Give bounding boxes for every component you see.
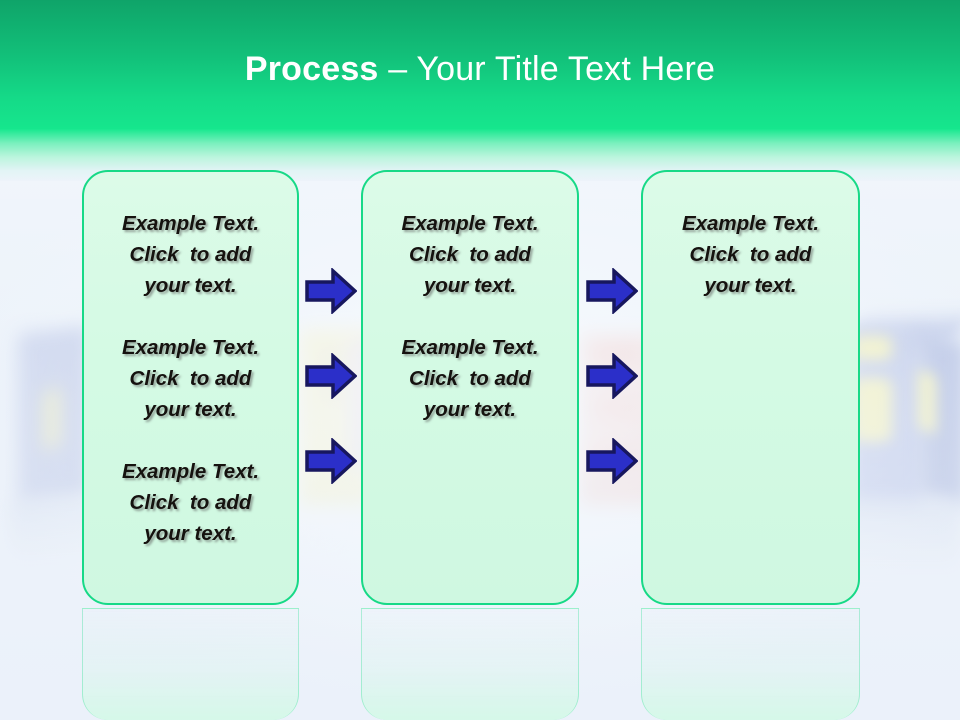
arrow-right-icon[interactable] (586, 353, 638, 399)
process-box-1[interactable]: Example Text. Click to add your text. Ex… (82, 170, 299, 605)
process-box-2-reflection (361, 608, 579, 720)
page-title-strong: Process (244, 50, 379, 88)
process-box-2-paragraph-1[interactable]: Example Text. Click to add your text. (401, 212, 539, 297)
page-title: Process – Your Title Text Here (0, 48, 960, 90)
process-box-2[interactable]: Example Text. Click to add your text. Ex… (361, 170, 579, 605)
arrow-right-icon[interactable] (305, 438, 357, 484)
process-box-1-reflection (82, 608, 299, 720)
arrow-right-icon[interactable] (305, 353, 357, 399)
page-title-rest: – Your Title Text Here (378, 50, 716, 88)
arrow-right-icon[interactable] (586, 268, 638, 314)
process-box-3[interactable]: Example Text. Click to add your text. (641, 170, 860, 605)
header-band (0, 0, 960, 129)
process-box-3-reflection (641, 608, 860, 720)
arrow-right-icon[interactable] (586, 438, 638, 484)
process-box-1-paragraph-1[interactable]: Example Text. Click to add your text. (121, 212, 260, 297)
process-box-1-paragraph-3[interactable]: Example Text. Click to add your text. (121, 460, 260, 545)
process-box-3-paragraph-1[interactable]: Example Text. Click to add your text. (681, 212, 820, 297)
process-box-2-paragraph-2[interactable]: Example Text. Click to add your text. (401, 336, 539, 421)
process-box-1-paragraph-2[interactable]: Example Text. Click to add your text. (121, 336, 260, 421)
arrow-right-icon[interactable] (305, 268, 357, 314)
